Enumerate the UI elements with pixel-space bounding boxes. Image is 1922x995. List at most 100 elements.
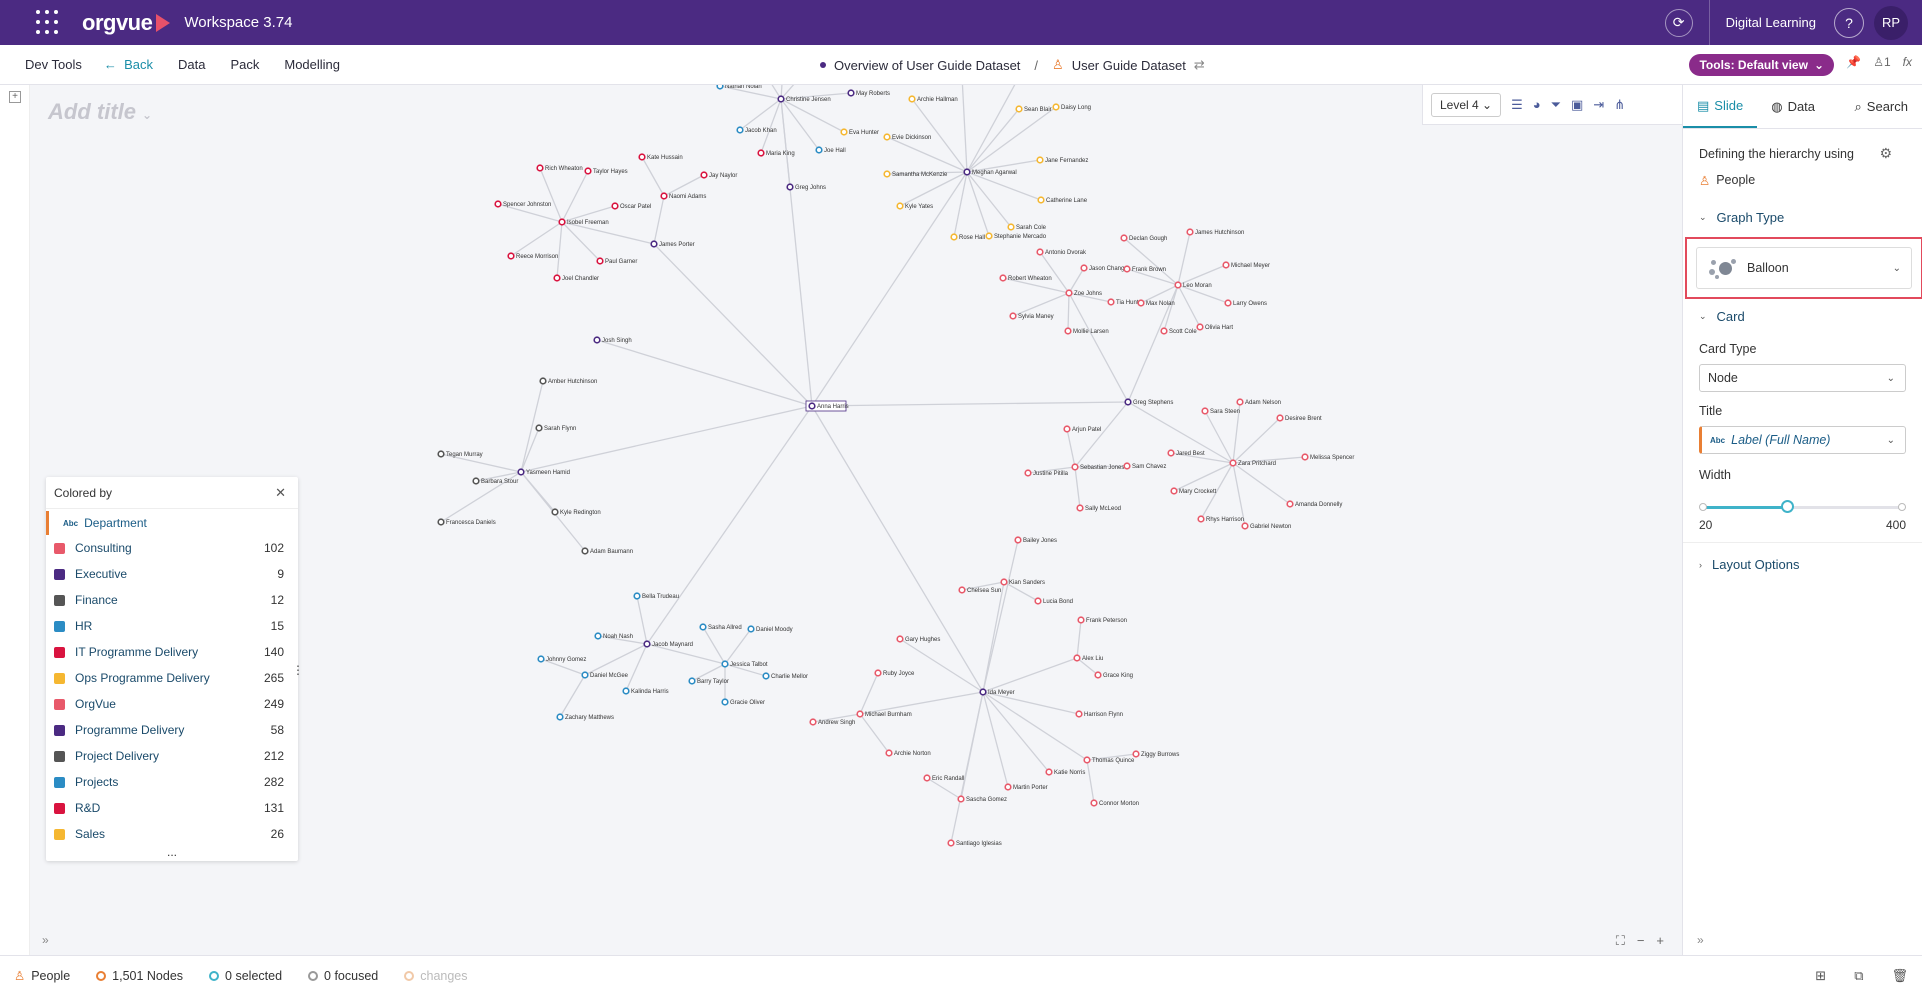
tab-data[interactable]: ◍Data	[1757, 85, 1829, 128]
graph-node[interactable]: Charlie Mellor	[762, 672, 808, 680]
graph-node[interactable]: Taylor Hayes	[584, 167, 628, 175]
graph-node[interactable]: Alex Liu	[1073, 654, 1103, 662]
graph-node[interactable]: Joel Chandler	[553, 274, 599, 282]
hierarchy-people[interactable]: ♙ People	[1699, 173, 1906, 188]
graph-node[interactable]: Gracie Oliver	[721, 698, 765, 706]
graph-node[interactable]: Desiree Brent	[1276, 414, 1322, 422]
user-avatar[interactable]: RP	[1874, 5, 1908, 40]
level-select[interactable]: Level 4 ⌄	[1431, 92, 1502, 117]
graph-node[interactable]: Stephanie Mercado	[985, 232, 1047, 240]
palette-icon[interactable]: ◕	[1532, 97, 1541, 112]
tab-search[interactable]: ⌕Search	[1841, 85, 1922, 128]
graph-node[interactable]: Reece Morrison	[507, 252, 558, 260]
status-people[interactable]: ♙ People	[14, 968, 70, 984]
graph-node[interactable]: Spencer Johnston	[494, 200, 551, 208]
zoom-in-icon[interactable]: +	[1656, 933, 1664, 948]
graph-node[interactable]: Leo Moran	[1174, 281, 1212, 289]
graph-node[interactable]: Bella Trudeau	[633, 592, 679, 600]
breadcrumb-overview[interactable]: Overview of User Guide Dataset	[834, 57, 1021, 73]
graph-node[interactable]: Sasha Allred	[699, 623, 742, 631]
graph-node[interactable]: Joe Hall	[815, 146, 846, 154]
graph-node[interactable]: Arjun Patel	[1063, 425, 1101, 433]
graph-node[interactable]: Francesca Daniels	[437, 518, 496, 526]
graph-node[interactable]: Sarah Cole	[1007, 223, 1047, 231]
graph-node[interactable]: Eric Randall	[923, 774, 964, 782]
copy-icon[interactable]: ⧉	[1854, 967, 1864, 983]
graph-node[interactable]: Kyle Redington	[551, 508, 601, 516]
card-type-select[interactable]: Node ⌄	[1699, 364, 1906, 392]
graph-node[interactable]: Sally McLeod	[1076, 504, 1121, 512]
sync-icon[interactable]: ⟳	[1664, 8, 1693, 37]
status-focused[interactable]: 0 focused	[308, 969, 378, 983]
graph-node[interactable]: Rhys Harrison	[1197, 515, 1244, 523]
graph-node[interactable]: Oscar Patel	[611, 202, 651, 210]
graph-node[interactable]: Catherine Lane	[1037, 196, 1088, 204]
graph-node[interactable]: Barbara Stour	[472, 477, 518, 485]
trash-icon[interactable]: 🗑	[1891, 967, 1908, 983]
list-icon[interactable]: ☰	[1511, 96, 1523, 112]
graph-node[interactable]: Josh Singh	[593, 336, 632, 344]
graph-node[interactable]: May Roberts	[847, 89, 890, 97]
layout-options-toggle[interactable]: › Layout Options	[1699, 557, 1906, 572]
graph-node[interactable]: Chelsea Sun	[958, 586, 1001, 594]
graph-node[interactable]: Isobel Freeman	[558, 218, 609, 226]
legend-field[interactable]: Abc Department	[46, 511, 298, 535]
graph-node[interactable]: Jay Naylor	[700, 171, 737, 179]
graph-node[interactable]: Max Nolan	[1137, 299, 1175, 307]
graph-node[interactable]: Rose Hall	[950, 233, 985, 241]
graph-node[interactable]: Declan Gough	[1120, 234, 1167, 242]
graph-node[interactable]: Johnny Gomez	[537, 655, 586, 663]
graph-node[interactable]: Zara Pritchard	[1229, 459, 1276, 467]
card-icon[interactable]: ▣	[1571, 96, 1584, 112]
graph-node[interactable]: Sean Blair	[1015, 105, 1052, 113]
graph-node[interactable]: Kate Hussain	[638, 153, 683, 161]
pin-icon[interactable]: 📌	[1846, 55, 1862, 69]
graph-node[interactable]: Tegan Murray	[437, 450, 483, 458]
graph-node[interactable]: Eva Hunter	[840, 128, 879, 136]
graph-node[interactable]: Harrison Flynn	[1075, 710, 1123, 718]
add-title-field[interactable]: Add title⌄	[48, 99, 152, 125]
graph-node[interactable]: Larry Owens	[1224, 299, 1267, 307]
status-changes[interactable]: changes	[404, 969, 468, 983]
menu-dev-tools[interactable]: Dev Tools	[25, 57, 82, 72]
collapse-right-icon[interactable]: »	[1697, 933, 1704, 947]
graph-node[interactable]: Evie Dickinson	[883, 133, 931, 141]
graph-type-section-toggle[interactable]: ⌄ Graph Type	[1699, 210, 1906, 225]
graph-node[interactable]: Naomi Adams	[660, 192, 706, 200]
graph-node[interactable]: Ida Meyer	[979, 688, 1015, 696]
menu-pack[interactable]: Pack	[230, 57, 260, 72]
graph-node[interactable]: Jane Fernandez	[1036, 156, 1088, 164]
graph-node[interactable]: Ziggy Burrows	[1132, 750, 1179, 758]
breadcrumb-dataset[interactable]: User Guide Dataset	[1071, 57, 1186, 73]
graph-node[interactable]: Grace King	[1094, 671, 1133, 679]
graph-node[interactable]: Rich Wheaton	[536, 164, 583, 172]
status-selected[interactable]: 0 selected	[209, 969, 282, 983]
graph-node[interactable]: Jacob Maynard	[643, 640, 693, 648]
graph-node[interactable]: Katie Norris	[1045, 768, 1085, 776]
graph-type-select[interactable]: Balloon ⌄	[1696, 247, 1912, 289]
graph-node[interactable]: Lucia Bond	[1034, 597, 1073, 605]
resize-handle-icon[interactable]: ⋮	[292, 663, 304, 677]
graph-node[interactable]: Sara Steen	[1201, 407, 1240, 415]
graph-node[interactable]: Meghan Agarwal	[963, 168, 1017, 176]
card-section-toggle[interactable]: ⌄ Card	[1699, 309, 1906, 324]
graph-node[interactable]: Connor Morton	[1090, 799, 1139, 807]
graph-node[interactable]: Jacob Khan	[736, 126, 777, 134]
status-nodes[interactable]: 1,501 Nodes	[96, 969, 183, 983]
graph-node[interactable]: Robert Wheaton	[999, 274, 1052, 282]
graph-node[interactable]: Santiago Iglesias	[947, 839, 1002, 847]
graph-node[interactable]: Anna Harris	[805, 400, 849, 412]
filter-icon[interactable]: ⏷	[1550, 96, 1562, 112]
graph-node[interactable]: James Hutchinson	[1186, 228, 1244, 236]
balloon-graph[interactable]: Anna HarrisJonathan DanielsLuke Anderson…	[30, 85, 1682, 955]
back-button[interactable]: ← Back	[104, 57, 153, 72]
